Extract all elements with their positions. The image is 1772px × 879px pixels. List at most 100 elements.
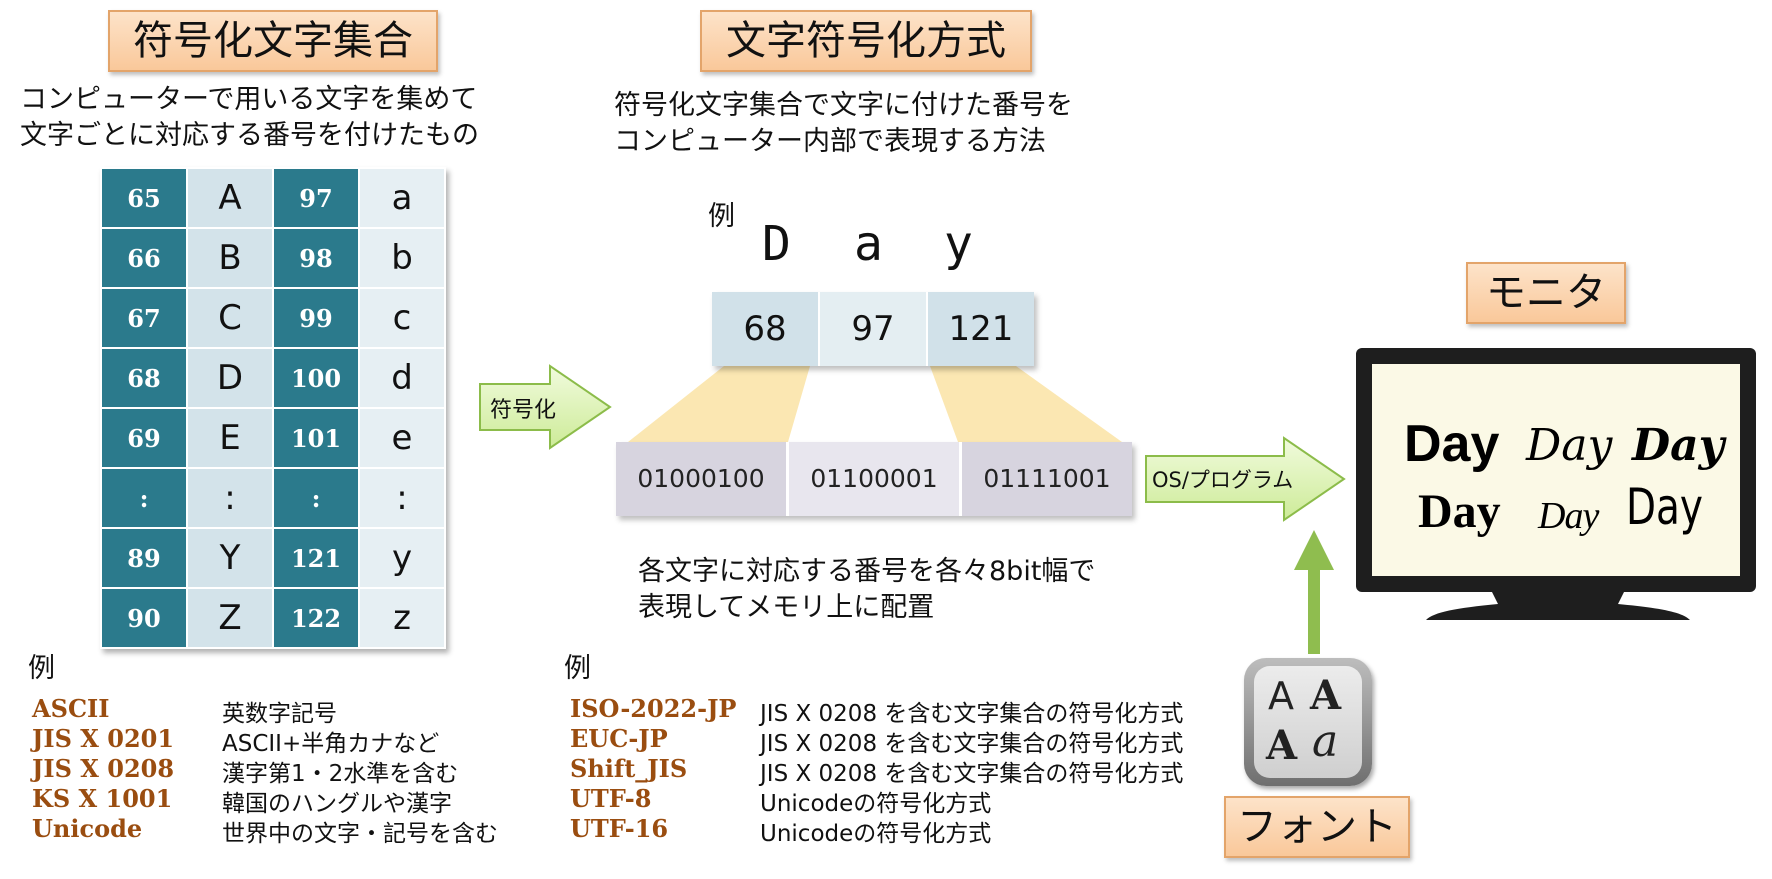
encode-arrow-label: 符号化	[490, 398, 557, 423]
uppercase-char-cell: D	[186, 347, 274, 409]
middle-example-label-2: 例	[564, 653, 591, 684]
charset-name: KS X 1001	[32, 784, 173, 813]
uppercase-char-cell: E	[186, 407, 274, 469]
encoding-name: UTF-16	[570, 814, 669, 843]
monitor-screen	[1372, 364, 1740, 576]
lowercase-code-cell: :	[272, 467, 360, 529]
charset-name: JIS X 0208	[32, 754, 175, 783]
encoding-desc: Unicodeの符号化方式	[760, 791, 992, 817]
encoding-desc: JIS X 0208 を含む文字集合の符号化方式	[760, 701, 1184, 727]
screen-word-script: Day	[1538, 495, 1599, 537]
charset-desc: 韓国のハングルや漢字	[222, 791, 452, 817]
lowercase-code-cell: 99	[272, 287, 360, 349]
letter-a: a	[854, 216, 883, 272]
encoding-desc: Unicodeの符号化方式	[760, 821, 992, 847]
uppercase-code-cell: 69	[100, 407, 188, 469]
table-row: ::::	[100, 467, 446, 529]
font-title: フォント	[1224, 796, 1410, 858]
lowercase-code-cell: 122	[272, 587, 360, 649]
lowercase-char-cell: d	[358, 347, 446, 409]
screen-word-serif-bold-italic: Day	[1632, 420, 1725, 471]
binary-byte-box: 01000100	[616, 442, 786, 516]
uppercase-char-cell: Y	[186, 527, 274, 589]
encoding-scheme-desc-line2: コンピューター内部で表現する方法	[614, 126, 1046, 157]
charset-desc: 英数字記号	[222, 701, 337, 727]
screen-word-serif-bold: Day	[1418, 485, 1501, 538]
screen-word-serif-italic: Day	[1526, 420, 1613, 471]
lowercase-code-cell: 101	[272, 407, 360, 469]
binary-byte-box: 01100001	[789, 442, 959, 516]
encode-arrow	[479, 364, 612, 450]
charset-desc: 漢字第1・2水準を含む	[222, 761, 459, 787]
lowercase-code-cell: 97	[272, 167, 360, 229]
code-number-box: 121	[928, 292, 1034, 366]
coded-character-set-desc-line2: 文字ごとに対応する番号を付けたもの	[20, 120, 479, 151]
encoding-name: Shift_JIS	[570, 754, 688, 783]
font-glyph-icon: A	[1268, 674, 1294, 718]
uppercase-char-cell: C	[186, 287, 274, 349]
lowercase-char-cell: y	[358, 527, 446, 589]
encoding-name: EUC-JP	[570, 724, 668, 753]
monitor-stand	[1426, 588, 1690, 620]
uppercase-code-cell: 66	[100, 227, 188, 289]
lowercase-char-cell: b	[358, 227, 446, 289]
font-glyph-icon: A	[1310, 672, 1342, 719]
encoding-scheme-desc-line1: 符号化文字集合で文字に付けた番号を	[614, 90, 1073, 121]
encoding-desc: JIS X 0208 を含む文字集合の符号化方式	[760, 731, 1184, 757]
encoding-scheme-title: 文字符号化方式	[700, 10, 1032, 72]
left-example-label: 例	[28, 653, 55, 684]
monitor-title: モニタ	[1466, 262, 1626, 324]
lowercase-code-cell: 121	[272, 527, 360, 589]
lowercase-char-cell: e	[358, 407, 446, 469]
font-book-icon: A A A a	[1244, 658, 1372, 786]
font-to-monitor-arrow	[1294, 530, 1334, 654]
uppercase-code-cell: 67	[100, 287, 188, 349]
charset-desc: 世界中の文字・記号を含む	[222, 821, 498, 847]
uppercase-char-cell: B	[186, 227, 274, 289]
code-number-box: 97	[820, 292, 926, 366]
code-number-box: 68	[712, 292, 818, 366]
font-glyph-icon: A	[1266, 722, 1298, 769]
byte-connectors	[628, 366, 1122, 442]
encoding-desc: JIS X 0208 を含む文字集合の符号化方式	[760, 761, 1184, 787]
lowercase-char-cell: a	[358, 167, 446, 229]
charset-name: JIS X 0201	[32, 724, 175, 753]
lowercase-code-cell: 100	[272, 347, 360, 409]
byte-layout-note-line2: 表現してメモリ上に配置	[638, 592, 935, 623]
font-glyph-icon: a	[1312, 716, 1339, 767]
byte-layout-note-line1: 各文字に対応する番号を各々8bit幅で	[638, 556, 1096, 587]
uppercase-char-cell: A	[186, 167, 274, 229]
uppercase-code-cell: 90	[100, 587, 188, 649]
letter-d: D	[762, 216, 791, 272]
screen-word-condensed: Day	[1626, 478, 1704, 536]
coded-character-set-title: 符号化文字集合	[108, 10, 438, 72]
lowercase-char-cell: :	[358, 467, 446, 529]
uppercase-code-cell: 68	[100, 347, 188, 409]
binary-byte-box: 01111001	[962, 442, 1132, 516]
coded-character-set-desc-line1: コンピューターで用いる文字を集めて	[20, 84, 478, 115]
os-program-arrow-label: OS/プログラム	[1152, 468, 1294, 492]
charset-name: Unicode	[32, 814, 143, 843]
encoding-name: ISO-2022-JP	[570, 694, 737, 723]
os-program-arrow	[1145, 436, 1346, 522]
screen-word-sans-bold: Day	[1404, 415, 1500, 473]
lowercase-code-cell: 98	[272, 227, 360, 289]
lowercase-char-cell: c	[358, 287, 446, 349]
uppercase-code-cell: 65	[100, 167, 188, 229]
encoding-name: UTF-8	[570, 784, 652, 813]
uppercase-code-cell: :	[100, 467, 188, 529]
uppercase-code-cell: 89	[100, 527, 188, 589]
uppercase-char-cell: :	[186, 467, 274, 529]
charset-name: ASCII	[32, 694, 110, 723]
uppercase-char-cell: Z	[186, 587, 274, 649]
middle-example-label: 例	[708, 201, 735, 232]
font-book-icon-page: A A A a	[1254, 666, 1362, 778]
